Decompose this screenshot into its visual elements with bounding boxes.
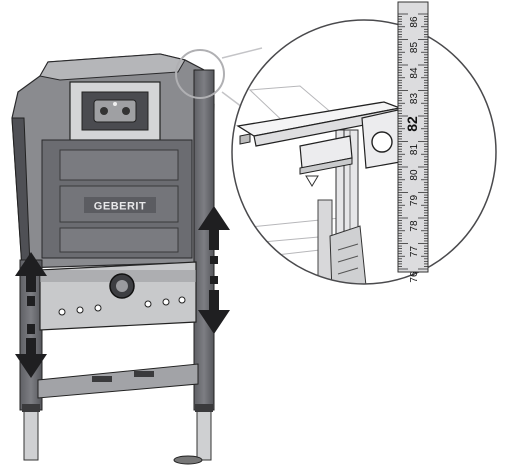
ruler-label: 78: [409, 220, 420, 232]
brand-logo-plate: [84, 197, 156, 213]
ruler-label: 85: [409, 42, 420, 54]
brand-logo: GEBERIT: [94, 201, 146, 213]
ruler-label: 86: [409, 16, 420, 28]
foot-crossbar: [37, 363, 199, 399]
right-adjust-arrow: [198, 206, 230, 334]
crossbar-bolts: [58, 296, 186, 316]
installation-frame: GEBERIT: [11, 53, 215, 465]
ruler-label: 76: [409, 271, 420, 283]
ruler-label: 81: [409, 144, 420, 156]
ruler-label: 84: [409, 67, 420, 79]
left-adjust-arrow: [15, 252, 47, 378]
up-down-arrow-icon: [198, 206, 230, 334]
detail-magnifier: 86 85 84 83 82 81 80 79 78 77 76: [231, 1, 497, 285]
ruler-label: 79: [409, 195, 420, 207]
detail-source-circle: [175, 49, 225, 99]
bracket-hole: [371, 131, 393, 153]
ruler-label: 77: [409, 246, 420, 258]
callout-line: [221, 47, 263, 59]
measuring-ruler: 86 85 84 83 82 81 80 79 78 77 76: [397, 1, 429, 283]
ruler-label: 83: [409, 93, 420, 105]
up-down-arrow-icon: [15, 252, 47, 378]
ruler-label: 80: [409, 169, 420, 181]
height-bracket: [236, 101, 403, 175]
frame-top-lid: [39, 53, 186, 81]
frame-rail: [317, 129, 367, 284]
ruler-label: 82: [404, 116, 420, 132]
